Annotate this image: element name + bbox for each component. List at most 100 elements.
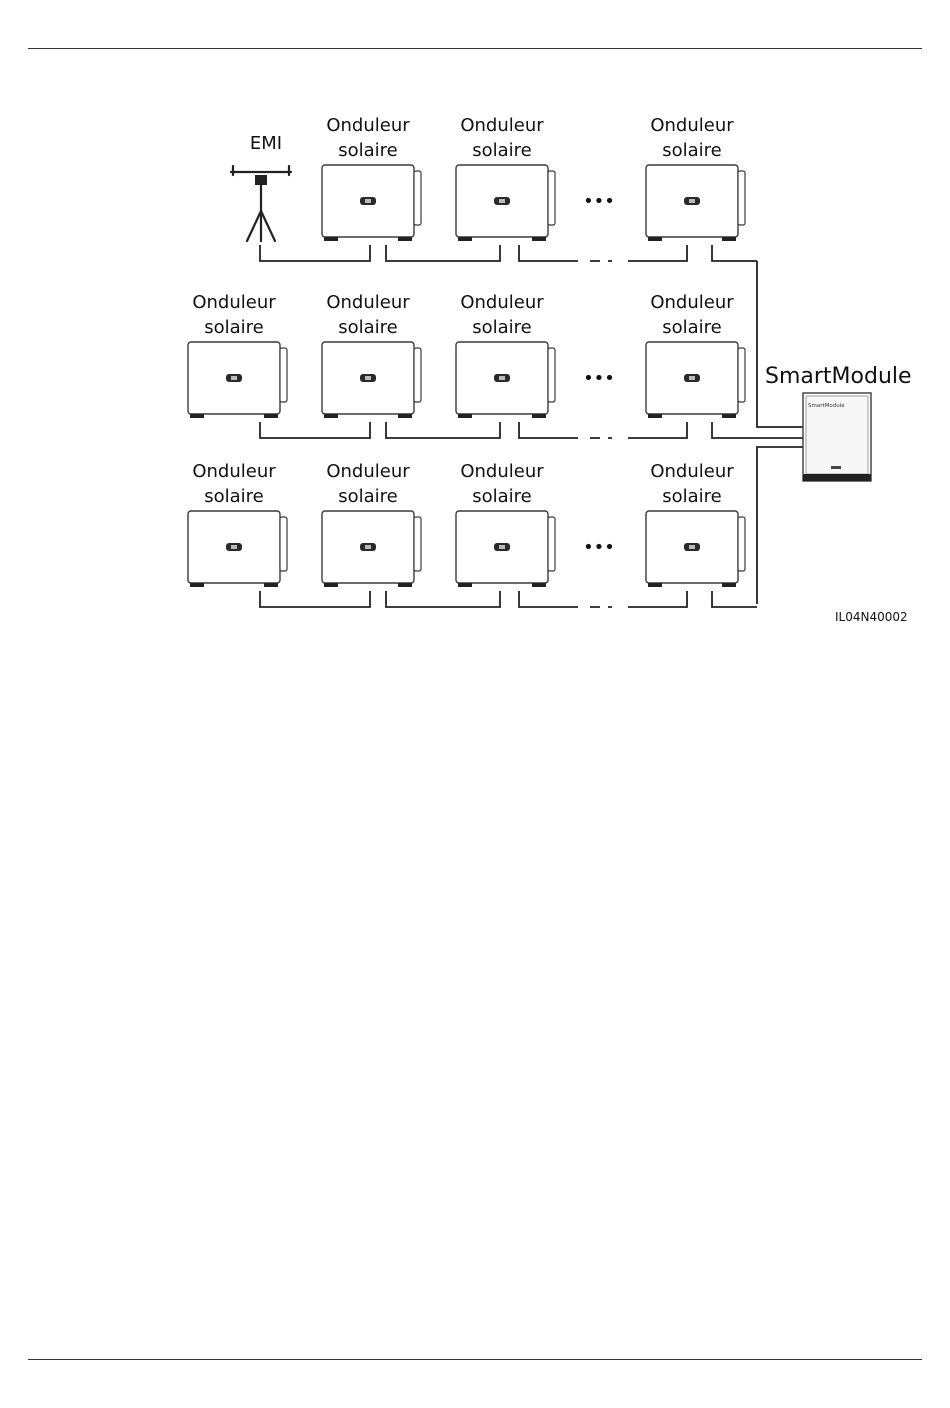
inverter-led-dot [689,545,695,549]
inverter-foot-left [648,237,662,241]
inverter-label-line1: Onduleur [326,115,410,136]
emi-leg-left [247,211,261,241]
inverter-side-panel [414,517,421,571]
smartmodule-indicator [831,466,841,469]
cable-segment [519,422,578,438]
smartmodule-label: SmartModule [765,364,912,389]
inverter-led-dot [499,199,505,203]
inverter-foot-right [722,237,736,241]
inverter-label-line2: solaire [338,140,398,161]
solar-inverter [456,165,555,241]
inverter-label-line2: solaire [338,317,398,338]
smartmodule-device: SmartModule [803,393,871,481]
inverter-foot-right [532,237,546,241]
smartmodule-panel-text: SmartModule [808,403,845,409]
inverter-label-line2: solaire [472,140,532,161]
inverter-led-dot [231,376,237,380]
inverter-label-line2: solaire [204,317,264,338]
ellipsis-label: ••• [583,191,615,212]
inverter-label-line1: Onduleur [650,461,734,482]
inverter-foot-right [532,414,546,418]
inverter-label-line1: Onduleur [192,292,276,313]
solar-inverter [188,511,287,587]
smartmodule-base [803,474,871,481]
cable-segment [712,422,757,438]
cable-segment [386,245,500,261]
solar-inverter [188,342,287,418]
cable-segment [386,422,500,438]
inverter-led-dot [231,545,237,549]
ellipsis-label: ••• [583,537,615,558]
solar-inverter [456,342,555,418]
emi-label: EMI [250,133,282,154]
cable-segment [628,422,687,438]
inverter-label-line1: Onduleur [460,461,544,482]
inverter-side-panel [738,348,745,402]
solar-inverter [322,511,421,587]
inverter-foot-right [398,237,412,241]
inverter-foot-right [264,414,278,418]
emi-leg-right [261,211,275,241]
inverter-label-line2: solaire [662,486,722,507]
inverter-foot-right [398,414,412,418]
cable-segment [519,245,578,261]
inverter-foot-left [458,414,472,418]
solar-inverter [646,511,745,587]
inverter-side-panel [738,171,745,225]
inverter-foot-left [648,414,662,418]
inverter-label-line2: solaire [338,486,398,507]
inverter-label-line1: Onduleur [192,461,276,482]
inverter-foot-left [324,414,338,418]
inverter-foot-left [648,583,662,587]
inverter-foot-left [324,583,338,587]
inverter-label-line2: solaire [472,317,532,338]
inverter-label-line2: solaire [472,486,532,507]
cable-segment [628,245,687,261]
cable-segment [260,591,370,607]
cable-segment [519,591,578,607]
trunk-cable-row1 [757,261,804,427]
inverter-foot-left [324,237,338,241]
inverter-led-dot [689,199,695,203]
inverter-label-line1: Onduleur [326,461,410,482]
inverter-side-panel [414,171,421,225]
cable-segment [712,245,757,261]
inverter-label-line1: Onduleur [460,115,544,136]
inverter-side-panel [280,348,287,402]
solar-inverter [646,165,745,241]
inverter-foot-left [190,414,204,418]
figure-code: IL04N40002 [835,610,908,624]
inverter-label-line2: solaire [662,317,722,338]
inverter-label-line1: Onduleur [650,292,734,313]
inverter-foot-right [722,583,736,587]
inverter-foot-left [458,583,472,587]
emi-weather-station-icon [231,166,291,241]
inverter-foot-right [398,583,412,587]
inverter-foot-right [264,583,278,587]
cable-segment [260,422,370,438]
inverter-foot-right [722,414,736,418]
inverter-led-dot [689,376,695,380]
inverter-foot-left [190,583,204,587]
inverter-foot-right [532,583,546,587]
inverter-side-panel [738,517,745,571]
inverter-side-panel [548,517,555,571]
inverter-side-panel [414,348,421,402]
solar-inverter [322,342,421,418]
inverter-side-panel [548,171,555,225]
inverter-led-dot [365,545,371,549]
inverter-led-dot [499,545,505,549]
cable-segment [260,245,370,261]
inverter-side-panel [280,517,287,571]
inverter-label-line2: solaire [662,140,722,161]
inverter-led-dot [365,199,371,203]
cable-segment [712,591,757,607]
inverter-side-panel [548,348,555,402]
solar-inverter [456,511,555,587]
inverter-led-dot [365,376,371,380]
inverter-foot-left [458,237,472,241]
cable-segment [628,591,687,607]
solar-inverter [322,165,421,241]
inverter-label-line2: solaire [204,486,264,507]
